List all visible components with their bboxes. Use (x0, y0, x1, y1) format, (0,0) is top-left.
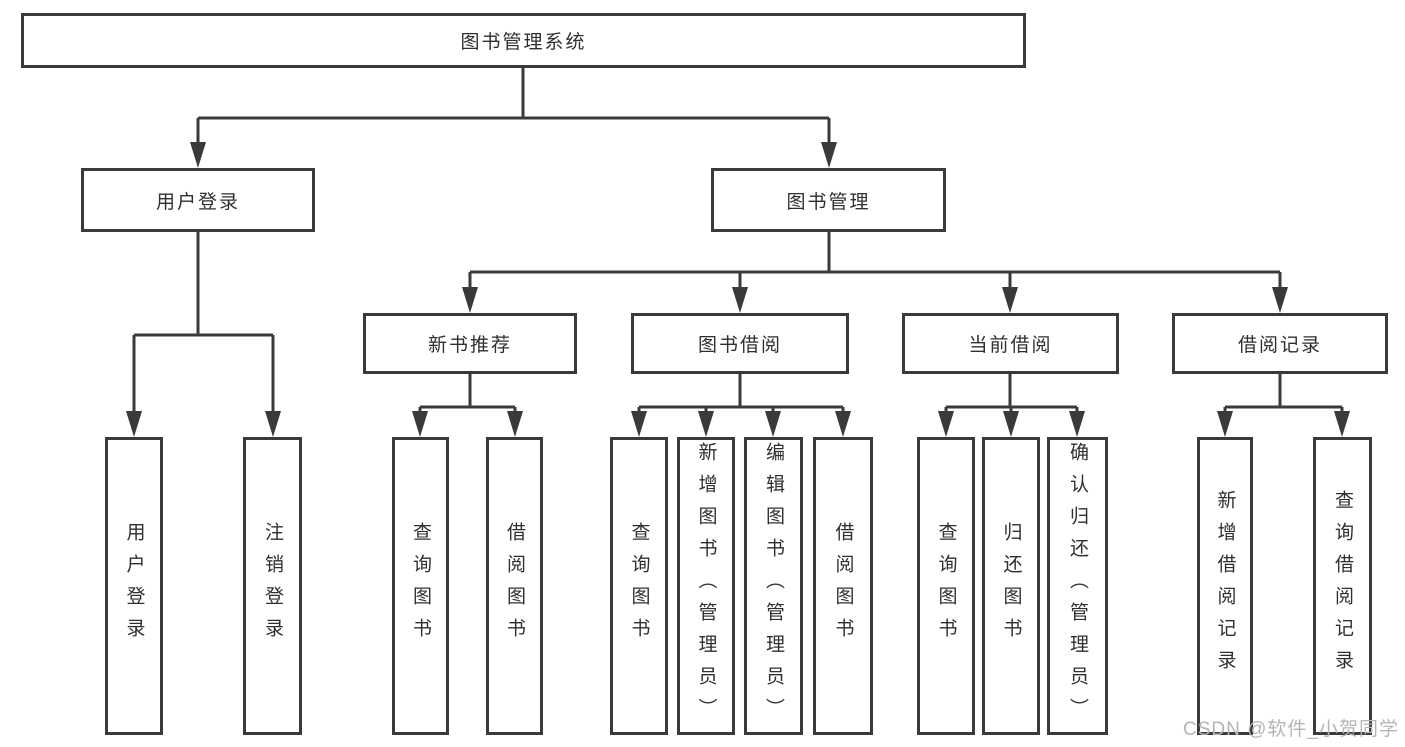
node-current-borrow: 当前借阅 (902, 313, 1119, 374)
leaf-logout-label: 注销登录 (262, 522, 283, 650)
node-book-mgmt-label: 图书管理 (786, 191, 871, 213)
leaf-bb-add-books-admin: 新增图书（管理员） (677, 437, 735, 735)
connector-book-mgmt-to-level3 (462, 232, 1288, 313)
connector-borrow-records-to-leaves (1217, 374, 1350, 437)
node-book-borrow-label: 图书借阅 (697, 335, 782, 356)
connector-user-login-to-leaves (126, 232, 281, 437)
leaf-bb-edit-books-admin-label: 编辑图书（管理员） (763, 442, 784, 730)
leaf-cb-query-books-label: 查询图书 (935, 522, 957, 650)
leaf-cb-confirm-return-admin: 确认归还（管理员） (1047, 437, 1108, 735)
leaf-br-add-record-label: 新增借阅记录 (1214, 490, 1236, 682)
leaf-cb-query-books: 查询图书 (917, 437, 975, 735)
leaf-nb-query-books-label: 查询图书 (410, 522, 431, 650)
leaf-br-add-record: 新增借阅记录 (1197, 437, 1253, 735)
leaf-cb-return-books: 归还图书 (982, 437, 1040, 735)
leaf-bb-query-books: 查询图书 (610, 437, 668, 735)
leaf-bb-query-books-label: 查询图书 (628, 522, 650, 650)
node-root-label: 图书管理系统 (460, 32, 587, 53)
node-new-book-rec-label: 新书推荐 (427, 335, 512, 356)
connector-root-to-level2 (190, 68, 837, 168)
leaf-nb-query-books: 查询图书 (392, 437, 449, 735)
leaf-nb-borrow-books-label: 借阅图书 (504, 522, 525, 650)
node-borrow-records: 借阅记录 (1172, 313, 1388, 374)
leaf-nb-borrow-books: 借阅图书 (486, 437, 543, 735)
leaf-br-query-record-label: 查询借阅记录 (1332, 490, 1353, 682)
node-user-login: 用户登录 (81, 168, 315, 232)
leaf-bb-borrow-books-label: 借阅图书 (832, 522, 854, 650)
node-new-book-rec: 新书推荐 (363, 313, 577, 374)
leaf-logout: 注销登录 (243, 437, 302, 735)
leaf-cb-return-books-label: 归还图书 (1000, 522, 1022, 650)
connector-current-borrow-to-leaves (938, 374, 1085, 437)
leaf-cb-confirm-return-admin-label: 确认归还（管理员） (1067, 442, 1088, 730)
connector-book-borrow-to-leaves (631, 374, 851, 437)
node-borrow-records-label: 借阅记录 (1237, 335, 1322, 356)
leaf-bb-borrow-books: 借阅图书 (813, 437, 873, 735)
leaf-bb-add-books-admin-label: 新增图书（管理员） (695, 442, 717, 730)
csdn-watermark: CSDN @软件_小贺同学 (1183, 719, 1399, 740)
node-current-borrow-label: 当前借阅 (968, 335, 1053, 356)
leaf-user-login-label: 用户登录 (123, 522, 145, 650)
node-root: 图书管理系统 (21, 13, 1026, 68)
node-book-borrow: 图书借阅 (631, 313, 849, 374)
node-book-mgmt: 图书管理 (711, 168, 946, 232)
leaf-bb-edit-books-admin: 编辑图书（管理员） (744, 437, 803, 735)
leaf-br-query-record: 查询借阅记录 (1313, 437, 1372, 735)
node-user-login-label: 用户登录 (155, 191, 240, 213)
connector-new-book-rec-to-leaves (412, 374, 523, 437)
leaf-user-login: 用户登录 (105, 437, 163, 735)
